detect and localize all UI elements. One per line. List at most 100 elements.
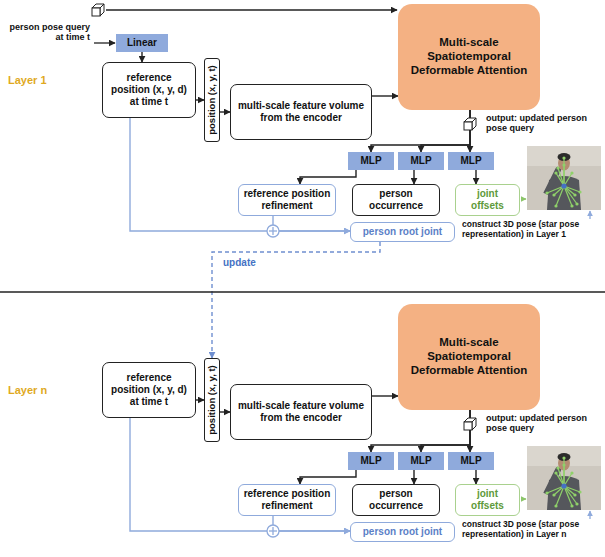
joint-offsets-box: joint offsets — [455, 484, 520, 516]
box-text: reference position (x, y, d) at time t — [107, 372, 191, 408]
construct-arrow — [589, 211, 590, 219]
pose-photo — [527, 446, 601, 510]
construct-label: construct 3D pose (star pose representat… — [462, 520, 598, 540]
cube-face — [100, 4, 104, 16]
flow-arrow — [421, 410, 470, 452]
box-text: person occurrence — [357, 188, 435, 212]
sum-plus — [272, 527, 273, 535]
edge-label: update — [222, 257, 257, 269]
root-joint-box: person root joint — [350, 522, 455, 542]
mlp-box: MLP — [398, 452, 444, 470]
box-text: MLP — [410, 155, 431, 167]
flow-arrow — [300, 170, 356, 184]
mlp-box: MLP — [448, 152, 494, 170]
feature-volume-box: multi-scale feature volume from the enco… — [230, 84, 372, 140]
rotated-text: position (x, y, t) — [206, 65, 217, 135]
input-label: person pose query at time t — [4, 22, 90, 43]
flow-arrow — [273, 516, 350, 531]
box-text: multi-scale feature volume from the enco… — [235, 400, 367, 424]
flow-arrow — [475, 170, 476, 184]
flow-arrow — [413, 170, 414, 184]
pose-photo — [527, 146, 601, 210]
sum-circle — [267, 225, 279, 237]
attention-box: Multi-scale Spatiotemporal Deformable At… — [398, 304, 540, 410]
flow-arrow — [371, 110, 470, 152]
flow-arrow — [372, 95, 398, 96]
reference-position-box: reference position (x, y, d) at time t — [102, 62, 196, 118]
refinement-box: reference position refinement — [238, 484, 336, 516]
flow-arrow — [220, 411, 230, 412]
box-text: reference position refinement — [243, 488, 331, 512]
occurrence-box: person occurrence — [352, 484, 440, 516]
box-text: Linear — [127, 37, 157, 49]
box-text: Multi-scale Spatiotemporal Deformable At… — [402, 36, 536, 77]
sum-plus — [272, 227, 273, 235]
cube-face — [92, 8, 100, 16]
output-label: output: updated person pose query — [486, 413, 598, 434]
box-text: MLP — [460, 155, 481, 167]
flow-arrow — [372, 395, 398, 396]
mlp-box: MLP — [348, 152, 394, 170]
box-text: MLP — [360, 455, 381, 467]
construct-arrow — [589, 511, 590, 519]
attention-box: Multi-scale Spatiotemporal Deformable At… — [398, 4, 540, 110]
box-text: reference position (x, y, d) at time t — [107, 72, 191, 108]
box-text: reference position refinement — [243, 188, 331, 212]
box-text: MLP — [360, 155, 381, 167]
box-text: Multi-scale Spatiotemporal Deformable At… — [402, 336, 536, 377]
box-text: MLP — [410, 455, 431, 467]
cube-face — [464, 422, 472, 430]
cube-face — [472, 118, 476, 130]
position-box: position (x, y, t) — [204, 58, 220, 142]
output-cube — [464, 118, 476, 130]
flow-arrow — [469, 110, 470, 152]
cube-face — [472, 418, 476, 430]
refinement-box: reference position refinement — [238, 184, 336, 216]
query-arrow — [106, 9, 397, 10]
flow-arrow — [273, 216, 350, 231]
query-cube — [92, 4, 104, 16]
flow-arrow — [141, 52, 142, 62]
query-arrow — [94, 42, 115, 43]
sum-circle — [267, 525, 279, 537]
flow-arrow — [469, 410, 470, 452]
flow-arrow — [475, 470, 476, 484]
flow-arrow — [413, 470, 414, 484]
offset-arrow — [521, 198, 526, 199]
offset-arrow — [521, 498, 526, 499]
layer-title: Layer 1 — [8, 74, 47, 87]
position-box: position (x, y, t) — [204, 358, 220, 442]
mlp-box: MLP — [448, 452, 494, 470]
output-label: output: updated person pose query — [486, 113, 598, 134]
flow-arrow — [220, 111, 230, 112]
box-text: person occurrence — [357, 488, 435, 512]
box-text: person root joint — [363, 526, 442, 538]
box-text: person root joint — [363, 226, 442, 238]
flow-arrow — [371, 410, 470, 452]
feature-volume-box: multi-scale feature volume from the enco… — [230, 384, 372, 440]
occurrence-box: person occurrence — [352, 184, 440, 216]
box-text: joint offsets — [460, 488, 515, 512]
reference-position-box: reference position (x, y, d) at time t — [102, 362, 196, 418]
root-joint-box: person root joint — [350, 222, 455, 242]
sum-symbol — [267, 525, 279, 537]
sum-symbol — [267, 225, 279, 237]
rotated-text: position (x, y, t) — [206, 365, 217, 435]
cube-face — [464, 122, 472, 130]
flow-arrow — [300, 470, 356, 484]
flow-arrow — [196, 399, 204, 400]
flow-arrow — [196, 99, 204, 100]
output-cube — [464, 418, 476, 430]
box-text: multi-scale feature volume from the enco… — [235, 100, 367, 124]
joint-offsets-box: joint offsets — [455, 184, 520, 216]
mlp-box: MLP — [398, 152, 444, 170]
box-text: joint offsets — [460, 188, 515, 212]
mlp-box: MLP — [348, 452, 394, 470]
linear-box: Linear — [116, 34, 168, 52]
construct-label: construct 3D pose (star pose representat… — [462, 220, 598, 240]
update-connector — [212, 242, 380, 358]
layer-separator — [0, 291, 605, 293]
box-text: MLP — [460, 455, 481, 467]
